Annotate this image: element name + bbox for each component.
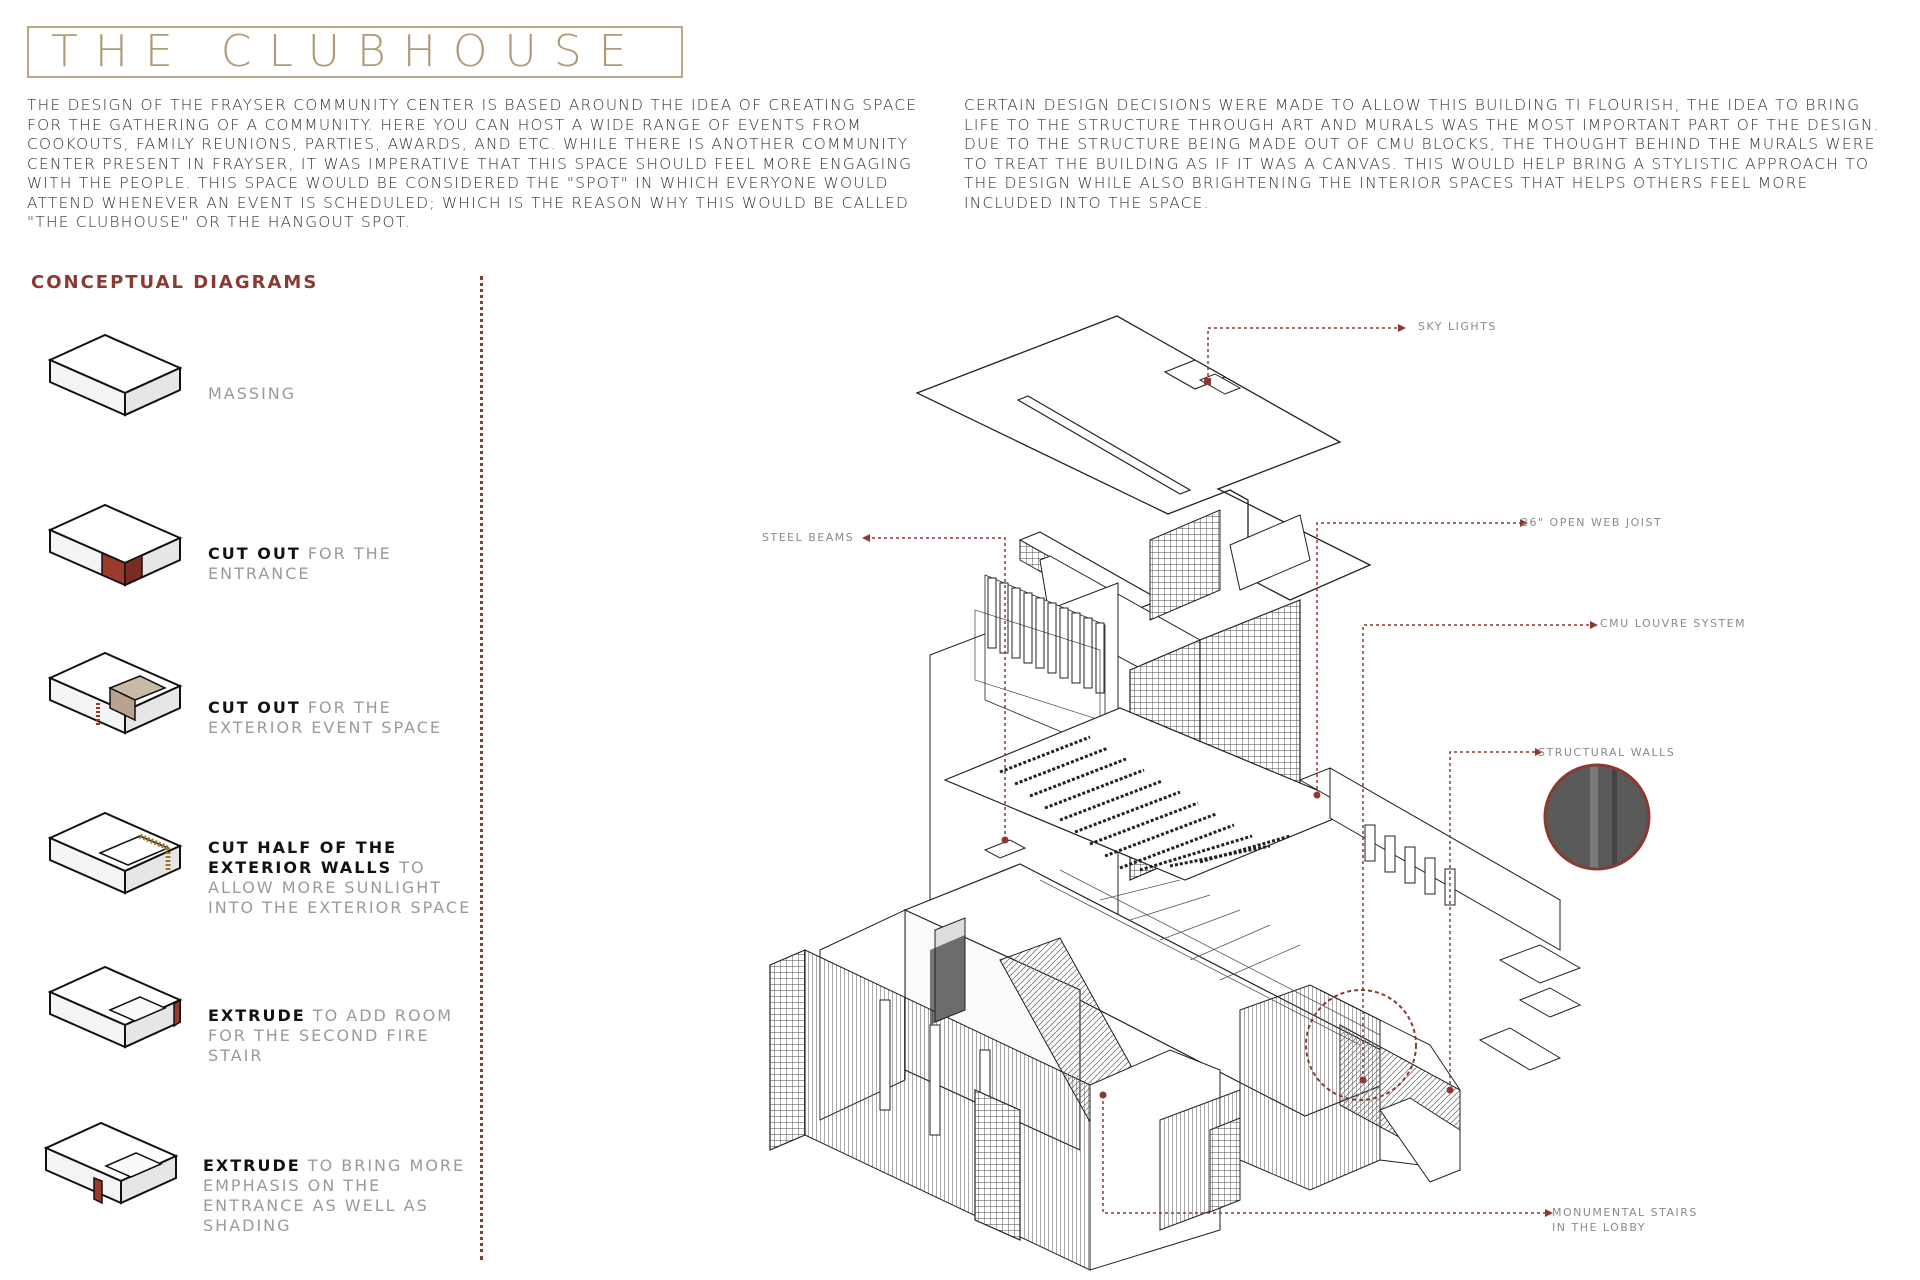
structural-wall-highlight-circle	[1305, 989, 1417, 1101]
concept-text-fire-stair: EXTRUDE TO ADD ROOM FOR THE SECOND FIRE …	[208, 1006, 454, 1065]
callout-sky-lights: SKY LIGHTS	[1418, 320, 1497, 333]
event-space-cutout-icon	[47, 651, 183, 735]
exploded-structural-wall	[1298, 767, 1582, 1071]
half-walls-icon	[47, 811, 183, 895]
callout-steel-beams: STEEL BEAMS	[762, 531, 855, 544]
entrance-extrude-icon	[43, 1121, 179, 1205]
callout-structural-walls: STRUCTURAL WALLS	[1538, 746, 1676, 759]
massing-icon	[47, 333, 183, 417]
concept-text-half-walls: CUT HALF OF THE EXTERIOR WALLS TO ALLOW …	[208, 838, 472, 917]
concept-text-event-space: CUT OUT FOR THE EXTERIOR EVENT SPACE	[208, 698, 443, 737]
page-title: THE CLUBHOUSE	[51, 26, 644, 77]
concept-row-event-space: CUT OUT FOR THE EXTERIOR EVENT SPACE	[40, 648, 480, 758]
concept-row-entrance-shading: EXTRUDE TO BRING MORE EMPHASIS ON THE EN…	[40, 1118, 480, 1248]
concept-row-massing: MASSING	[40, 330, 480, 420]
callout-monumental-stairs-line2: IN THE LOBBY	[1552, 1221, 1647, 1234]
entrance-cutout-icon	[47, 503, 183, 587]
title-box: THE CLUBHOUSE	[27, 26, 683, 78]
callout-open-web-joist: 26" OPEN WEB JOIST	[1521, 516, 1663, 529]
open-web-joists	[943, 707, 1362, 881]
callout-markers	[862, 324, 1598, 1217]
structural-wall-detail-image	[1543, 763, 1651, 871]
building-base	[769, 863, 1461, 1271]
conceptual-diagrams-heading: CONCEPTUAL DIAGRAMS	[31, 272, 319, 293]
intro-paragraph-right: Certain design decisions were made to al…	[964, 96, 1880, 212]
fire-stair-extrude-icon	[47, 965, 183, 1049]
dotted-divider	[480, 276, 483, 1260]
concept-text-massing: MASSING	[208, 384, 297, 403]
callout-leaders	[870, 327, 1590, 1214]
concept-row-entrance: CUT OUT FOR THE ENTRANCE	[40, 490, 480, 600]
callout-monumental-stairs: MONUMENTAL STAIRS IN THE LOBBY	[1552, 1205, 1698, 1235]
concept-text-entrance: CUT OUT FOR THE ENTRANCE	[208, 544, 392, 583]
concept-text-entrance-shading: EXTRUDE TO BRING MORE EMPHASIS ON THE EN…	[203, 1156, 466, 1235]
callout-monumental-stairs-line1: MONUMENTAL STAIRS	[1552, 1206, 1698, 1219]
concept-row-fire-stair: EXTRUDE TO ADD ROOM FOR THE SECOND FIRE …	[40, 962, 480, 1072]
callout-cmu-louvre: CMU LOUVRE SYSTEM	[1600, 617, 1747, 630]
concept-row-half-walls: CUT HALF OF THE EXTERIOR WALLS TO ALLOW …	[40, 808, 480, 958]
intro-paragraph-left: The design of the Frayser Community Cent…	[27, 96, 918, 231]
